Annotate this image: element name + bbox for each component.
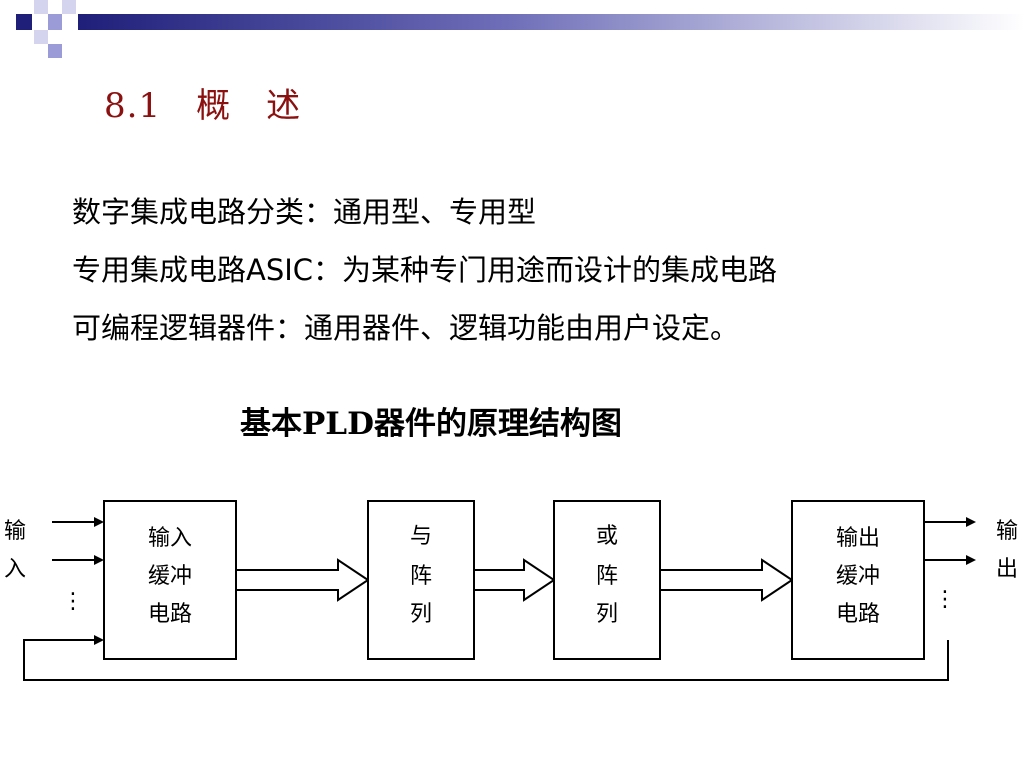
output-ellipsis: ⋮ xyxy=(934,587,956,612)
header-square-light xyxy=(34,30,48,44)
block-label: 或 xyxy=(596,524,618,549)
input-ellipsis: ⋮ xyxy=(62,589,84,614)
bullet-item: 数字集成电路分类：通用型、专用型 xyxy=(72,195,537,229)
header-square-mid xyxy=(48,44,62,58)
header-square-dark xyxy=(16,14,32,30)
hollow-arrow xyxy=(659,558,794,602)
slide-title: 8.1 概 述 xyxy=(104,86,302,126)
or-array-block xyxy=(553,500,661,660)
block-label: 阵 xyxy=(410,564,432,589)
bullet-item: 专用集成电路ASIC：为某种专门用途而设计的集成电路 xyxy=(72,253,778,287)
header-square-mid xyxy=(48,14,62,30)
diagram-title: 基本PLD器件的原理结构图 xyxy=(240,406,622,442)
hollow-arrow xyxy=(235,558,370,602)
input-label: 输 xyxy=(4,519,26,544)
block-label: 电路 xyxy=(148,602,192,627)
block-label: 电路 xyxy=(836,602,880,627)
output-buffer-block xyxy=(791,500,925,660)
bullet-list: 数字集成电路分类：通用型、专用型 专用集成电路ASIC：为某种专门用途而设计的集… xyxy=(72,190,1012,364)
header-square-light xyxy=(62,0,76,14)
input-buffer-block xyxy=(103,500,237,660)
block-label: 输入 xyxy=(148,526,192,551)
block-label: 阵 xyxy=(596,564,618,589)
header-gradient-bar xyxy=(78,14,1024,30)
and-array-block xyxy=(367,500,475,660)
header-decoration xyxy=(16,0,1024,58)
hollow-arrow xyxy=(473,558,556,602)
block-label: 缓冲 xyxy=(836,564,880,589)
input-label: 入 xyxy=(4,557,26,582)
header-square-light xyxy=(34,0,48,14)
block-label: 列 xyxy=(410,602,432,627)
bullet-item: 可编程逻辑器件：通用器件、逻辑功能由用户设定。 xyxy=(72,311,740,345)
output-label: 输 xyxy=(996,519,1018,544)
output-label: 出 xyxy=(996,557,1018,582)
block-label: 缓冲 xyxy=(148,564,192,589)
block-label: 与 xyxy=(410,524,432,549)
feedback-line xyxy=(23,635,949,681)
block-label: 列 xyxy=(596,602,618,627)
pld-structure-diagram: 输 入 ⋮ 输入 缓冲 电路 与 阵 列 或 阵 列 输出 缓冲 电路 ⋮ 输 … xyxy=(4,500,1018,681)
block-label: 输出 xyxy=(836,526,880,551)
